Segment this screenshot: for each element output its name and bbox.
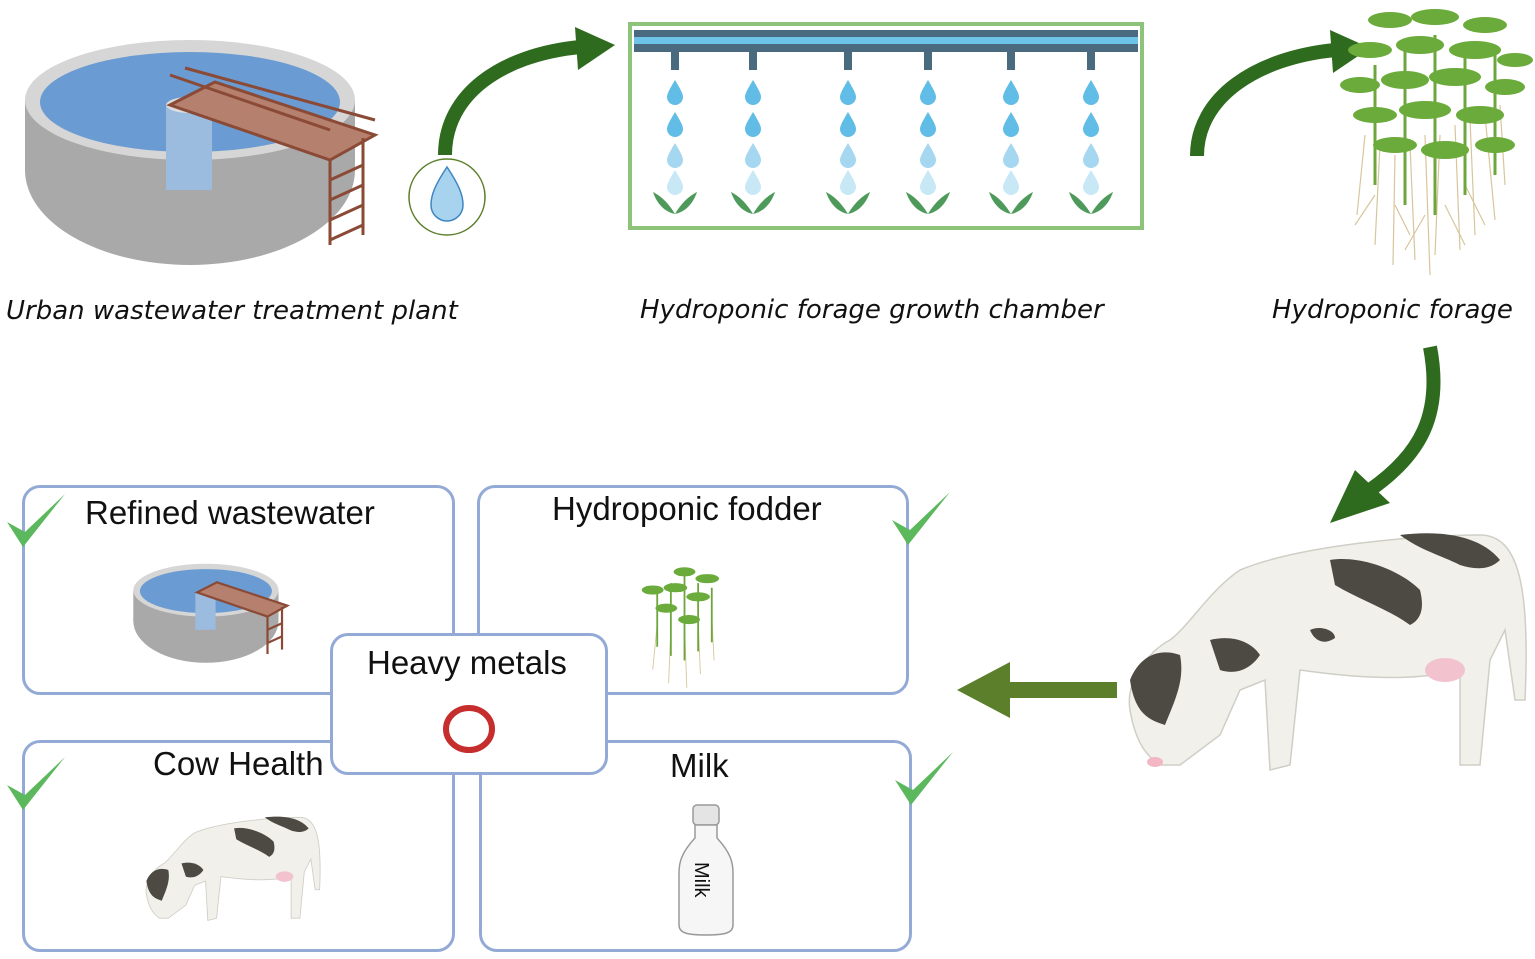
water-recycle-icon (408, 158, 486, 236)
flow-arrow-3 (1330, 345, 1441, 523)
sprout-icon (1069, 192, 1113, 214)
water-drop-icon (840, 80, 856, 105)
small-fodder-icon (641, 567, 720, 688)
water-drop-icon (1003, 112, 1019, 137)
cow-illustration (1128, 533, 1527, 771)
neutral-circle-icon (443, 705, 495, 753)
sprout-icon (826, 192, 870, 214)
water-drop-icon (920, 143, 936, 168)
water-drop-icon (667, 80, 683, 105)
water-drop-icon (840, 112, 856, 137)
milk-bottle-icon (678, 804, 734, 936)
step-label-hydroponic-forage: Hydroponic forage (1272, 295, 1513, 325)
water-drop-icon (1083, 80, 1099, 105)
sprout-icon (989, 192, 1033, 214)
outcome-title: Heavy metals (367, 644, 567, 681)
water-drop-icon (667, 143, 683, 168)
water-drop-icon (745, 143, 761, 168)
water-drop-icon (745, 80, 761, 105)
water-drop-icon (745, 170, 761, 195)
sprout-icon (731, 192, 775, 214)
water-drop-icon (920, 170, 936, 195)
step-label-treatment-plant: Urban wastewater treatment plant (6, 296, 458, 326)
water-drop-icon (745, 112, 761, 137)
flow-arrow-1 (438, 27, 615, 156)
hydroponic-forage-illustration (1340, 9, 1533, 276)
water-drop-icon (667, 112, 683, 137)
milk-bottle-label: Milk (690, 862, 712, 898)
water-drop-icon (840, 170, 856, 195)
sprout-icon (653, 192, 697, 214)
water-drop-icon (667, 170, 683, 195)
water-drop-icon (1083, 112, 1099, 137)
outcome-title: Milk (670, 747, 729, 784)
check-icon-cow-health (7, 757, 65, 810)
water-drop-icon (1003, 80, 1019, 105)
outcome-title: Refined wastewater (85, 494, 375, 531)
flow-arrow-4 (957, 662, 1117, 718)
check-icon-refined-wastewater (7, 494, 65, 547)
sprout-icon (906, 192, 950, 214)
water-drop-icon (920, 112, 936, 137)
outcome-title: Hydroponic fodder (552, 490, 822, 527)
water-drop-icon (1083, 170, 1099, 195)
water-drop-icon (1003, 170, 1019, 195)
treatment-plant-illustration (25, 40, 379, 265)
water-drop-icon (920, 80, 936, 105)
small-treatment-plant-icon (133, 563, 291, 663)
check-icon-hydroponic-fodder (892, 492, 950, 545)
water-drop-icon (1083, 143, 1099, 168)
outcome-title: Cow Health (153, 745, 324, 782)
water-drop-icon (840, 143, 856, 168)
outcome-box-heavy-metals: Heavy metals (330, 633, 608, 775)
growth-chamber-illustration (628, 22, 1144, 230)
step-label-growth-chamber: Hydroponic forage growth chamber (640, 295, 1104, 325)
check-icon-milk (895, 752, 953, 805)
water-drop-icon (1003, 143, 1019, 168)
small-cow-icon (145, 816, 321, 921)
